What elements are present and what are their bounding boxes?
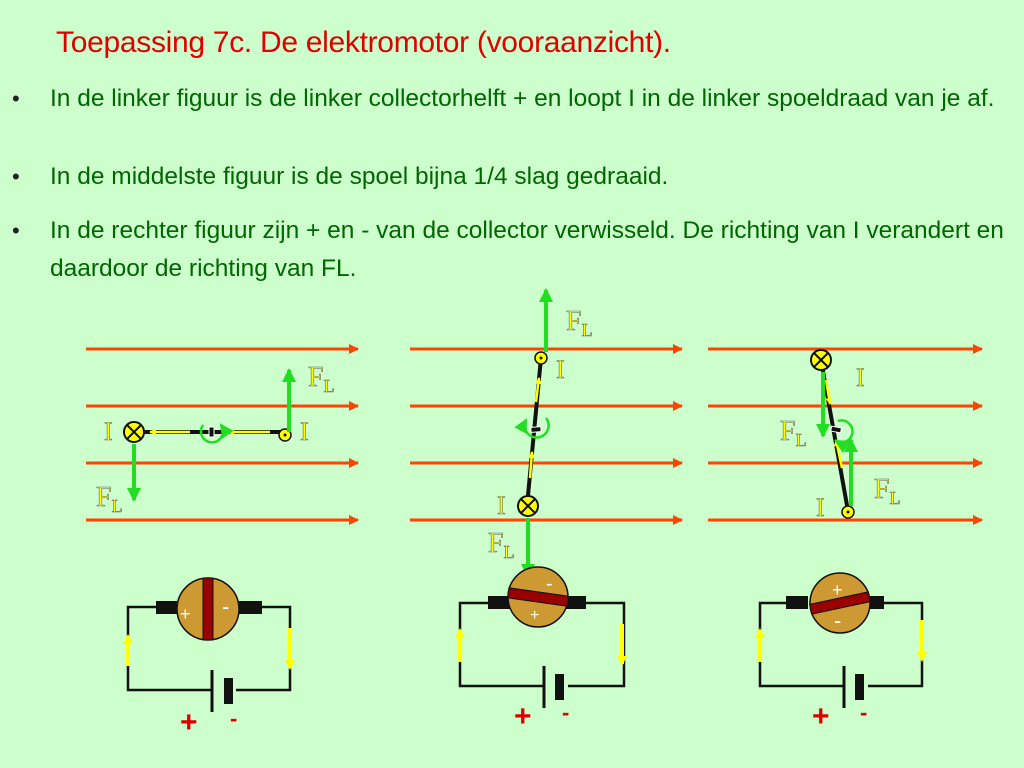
force-label-subscript: L — [582, 320, 593, 340]
coil-left — [123, 368, 296, 502]
current-label: I — [816, 493, 825, 522]
force-label: F — [488, 528, 504, 559]
brush — [488, 596, 510, 609]
conductor-out-of-page — [534, 351, 548, 365]
battery-minus: - — [860, 700, 867, 725]
collector-divider — [507, 587, 569, 607]
force-label-subscript: L — [796, 430, 807, 450]
collector-minus: - — [222, 594, 229, 619]
current-label: I — [300, 417, 309, 446]
collector-divider — [202, 577, 214, 641]
svg-text:FL: FL — [566, 306, 593, 340]
force-label-subscript: L — [504, 542, 515, 562]
force-label: F — [780, 416, 796, 447]
bullet-item: In de linker figuur is de linker collect… — [12, 82, 1015, 116]
collector-minus: - — [834, 608, 841, 633]
circuit-right: + - + - — [755, 572, 927, 733]
bullet-item: In de rechter figuur zijn + en - van de … — [12, 212, 1015, 288]
bullet-item: In de middelste figuur is de spoel bijna… — [12, 160, 1015, 194]
svg-text:FL: FL — [780, 416, 807, 450]
battery-plus: + — [812, 700, 830, 733]
current-label: I — [556, 355, 565, 384]
conductor-into-page — [517, 495, 539, 517]
force-label: F — [874, 474, 890, 505]
brush — [156, 601, 178, 614]
rotation-arrow — [514, 417, 550, 439]
svg-text:FL: FL — [488, 528, 515, 562]
rotation-arrow — [834, 419, 854, 454]
battery-plus: + — [180, 706, 198, 739]
current-label: I — [497, 491, 506, 520]
conductor-into-page — [810, 349, 832, 371]
page-title: Toepassing 7c. De elektromotor (vooraanz… — [56, 26, 671, 59]
circuit-left: + - + - — [123, 577, 295, 739]
field-lines-left — [86, 344, 359, 525]
coil-middle — [514, 288, 553, 578]
force-label-subscript: L — [890, 488, 901, 508]
field-lines-right — [708, 344, 983, 525]
conductor-into-page — [123, 421, 145, 443]
force-label-subscript: L — [112, 496, 123, 516]
coil-right — [810, 349, 858, 519]
circuit-middle: - + + - — [455, 566, 627, 733]
battery-plus: + — [514, 700, 532, 733]
current-label: I — [856, 363, 865, 392]
svg-text:FL: FL — [96, 482, 123, 516]
current-label: I — [104, 417, 113, 446]
brush — [786, 596, 808, 609]
battery-minus: - — [562, 700, 569, 725]
conductor-out-of-page — [841, 505, 855, 519]
collector-plus: + — [832, 580, 843, 600]
force-label: F — [308, 362, 324, 393]
svg-text:FL: FL — [874, 474, 901, 508]
brush — [564, 596, 586, 609]
brush — [238, 601, 262, 614]
collector-plus: + — [180, 604, 191, 624]
battery — [210, 670, 233, 712]
force-label: F — [566, 306, 582, 337]
force-label-subscript: L — [324, 376, 335, 396]
collector-minus: - — [546, 573, 553, 595]
battery-minus: - — [230, 706, 237, 731]
collector-plus: + — [530, 607, 539, 624]
collector-divider — [809, 591, 871, 615]
battery — [842, 666, 864, 708]
battery — [542, 666, 564, 708]
force-label: F — [96, 482, 112, 513]
svg-text:FL: FL — [308, 362, 335, 396]
rotation-arrow — [199, 423, 234, 444]
